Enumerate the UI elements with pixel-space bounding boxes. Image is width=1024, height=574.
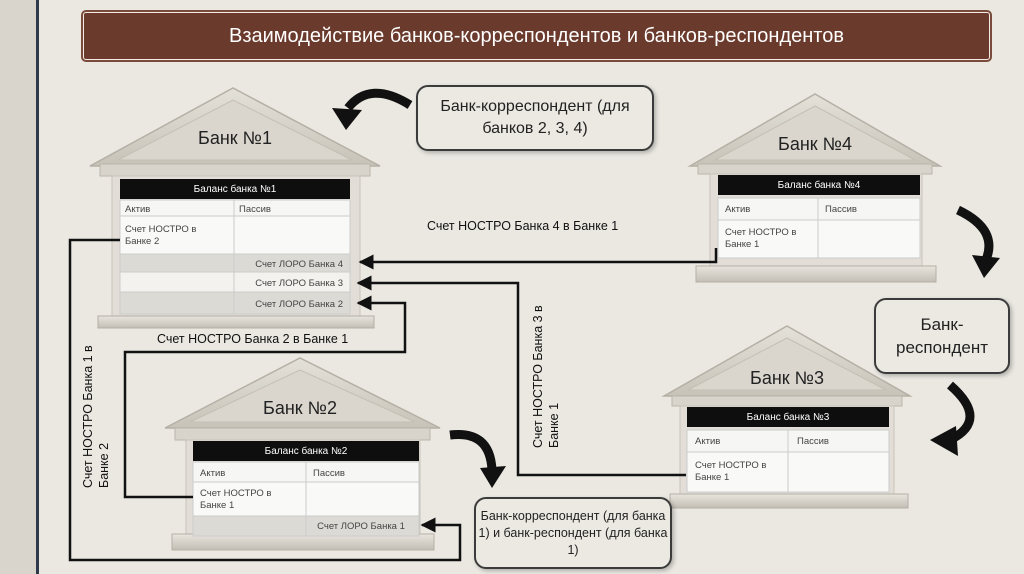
- bank4-passive-label: Пассив: [825, 204, 857, 215]
- callout-respondent: Банк-респондент: [874, 298, 1010, 374]
- callout-both-text: Банк-корреспондент (для банка 1) и банк-…: [478, 508, 668, 557]
- bank2-balance-header: Баланс банка №2: [193, 441, 419, 461]
- bank2-asset-nostro: Счет НОСТРО в Банке 1: [200, 488, 272, 511]
- bank1-loro-4: Счет ЛОРО Банка 4: [255, 259, 343, 270]
- label-nostro-bank3: Счет НОСТРО Банка 3 в Банке 1: [531, 305, 561, 448]
- callout-correspondent-text: Банк-корреспондент (для банков 2, 3, 4): [440, 98, 630, 137]
- callout-correspondent: Банк-корреспондент (для банков 2, 3, 4): [416, 85, 654, 151]
- link-bank2-to-bank1: [123, 295, 407, 499]
- callout-both: Банк-корреспондент (для банка 1) и банк-…: [474, 497, 672, 569]
- bank3-title: Банк №3: [750, 368, 824, 388]
- bank4-asset-nostro: Счет НОСТРО в Банке 1: [725, 227, 797, 250]
- curved-arrow-icon-3: [930, 381, 975, 456]
- bank2-title: Банк №2: [263, 398, 337, 418]
- bank4-balance-header: Баланс банка №4: [718, 175, 920, 195]
- label-nostro-bank1: Счет НОСТРО Банка 1 в Банке 2: [81, 345, 111, 488]
- bank2-passive-label: Пассив: [313, 468, 345, 479]
- bank3-passive-label: Пассив: [797, 436, 829, 447]
- bank2-active-label: Актив: [200, 468, 226, 479]
- link-bank4-to-bank1: [358, 248, 718, 270]
- page-title: Взаимодействие банков-корреспондентов и …: [229, 24, 844, 47]
- bank4-active-label: Актив: [725, 204, 751, 215]
- bank1-title: Банк №1: [198, 128, 272, 148]
- link-bank3-to-bank1: [356, 275, 686, 477]
- link-bank1-to-bank2: [68, 238, 462, 562]
- curved-arrow-icon-1: [332, 88, 413, 130]
- bank1-passive-label: Пассив: [239, 204, 271, 215]
- left-decor-bar: [0, 0, 36, 574]
- bank1-balance-header: Баланс банка №1: [120, 179, 350, 199]
- title-banner: Взаимодействие банков-корреспондентов и …: [83, 12, 990, 60]
- bank3-active-label: Актив: [695, 436, 721, 447]
- bank2-table: [192, 461, 420, 537]
- label-nostro-bank4: Счет НОСТРО Банка 4 в Банке 1: [427, 219, 619, 233]
- bank3-asset-nostro: Счет НОСТРО в Банке 1: [695, 460, 767, 483]
- bank1-loro-2: Счет ЛОРО Банка 2: [255, 299, 343, 310]
- label-nostro-bank2: Счет НОСТРО Банка 2 в Банке 1: [157, 332, 349, 346]
- bank4-title: Банк №4: [778, 134, 852, 154]
- curved-arrow-icon-4: [449, 429, 506, 488]
- bank1-asset-nostro: Счет НОСТРО в Банке 2: [125, 224, 197, 247]
- callout-respondent-text: Банк-респондент: [895, 315, 988, 357]
- curved-arrow-icon-2: [955, 205, 1000, 278]
- bank1-active-label: Актив: [125, 204, 151, 215]
- bank1-table: [119, 199, 351, 315]
- bank3-balance-header: Баланс банка №3: [687, 407, 889, 427]
- bank1-loro-3: Счет ЛОРО Банка 3: [255, 278, 343, 289]
- bank4-table: [717, 197, 921, 259]
- left-decor-line: [36, 0, 39, 574]
- bank3-table: [686, 429, 890, 493]
- bank2-loro-1: Счет ЛОРО Банка 1: [317, 521, 405, 532]
